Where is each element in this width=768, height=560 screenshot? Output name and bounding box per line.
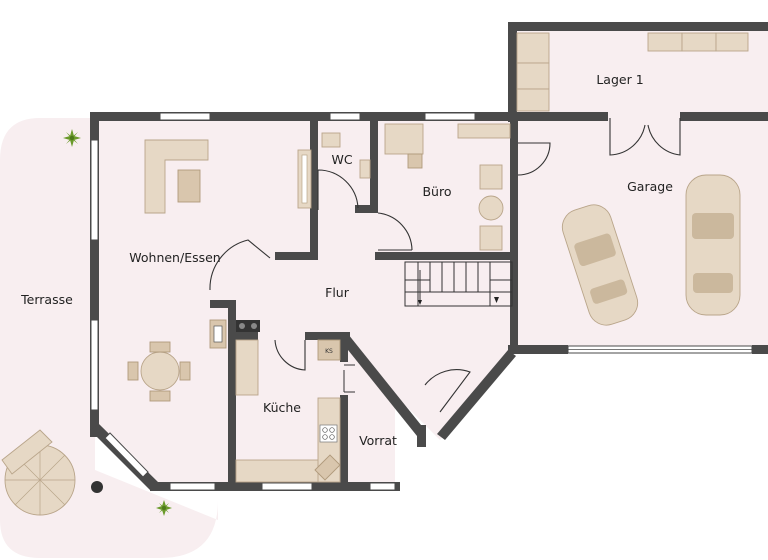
room-label-flur: Flur xyxy=(325,285,350,300)
room-label-wc: WC xyxy=(331,152,352,167)
doors xyxy=(209,118,681,413)
car xyxy=(561,204,639,326)
room-label-vorrat: Vorrat xyxy=(359,433,397,448)
window xyxy=(90,139,99,241)
room-label-wohnen: Wohnen/Essen xyxy=(129,250,220,265)
window xyxy=(90,319,99,411)
window xyxy=(369,482,396,491)
windows xyxy=(90,112,753,491)
room-label-lager: Lager 1 xyxy=(596,72,643,87)
appliance-label-ks: KS xyxy=(325,348,333,355)
window xyxy=(159,112,211,121)
room-label-kueche: Küche xyxy=(263,400,301,415)
furniture xyxy=(1,32,749,516)
staircase xyxy=(404,261,513,307)
room-labels: Lager 1 Garage WC Büro Wohnen/Essen Flur… xyxy=(20,72,673,448)
main-floor xyxy=(95,118,515,485)
room-label-garage: Garage xyxy=(627,179,673,194)
room-label-buero: Büro xyxy=(422,184,451,199)
floor-areas xyxy=(0,28,768,558)
window xyxy=(424,112,476,121)
window xyxy=(329,112,361,121)
window xyxy=(104,432,149,478)
window xyxy=(169,482,216,491)
car xyxy=(685,174,741,316)
window xyxy=(261,482,313,491)
plants xyxy=(63,129,172,516)
room-label-terrasse: Terrasse xyxy=(20,292,73,307)
